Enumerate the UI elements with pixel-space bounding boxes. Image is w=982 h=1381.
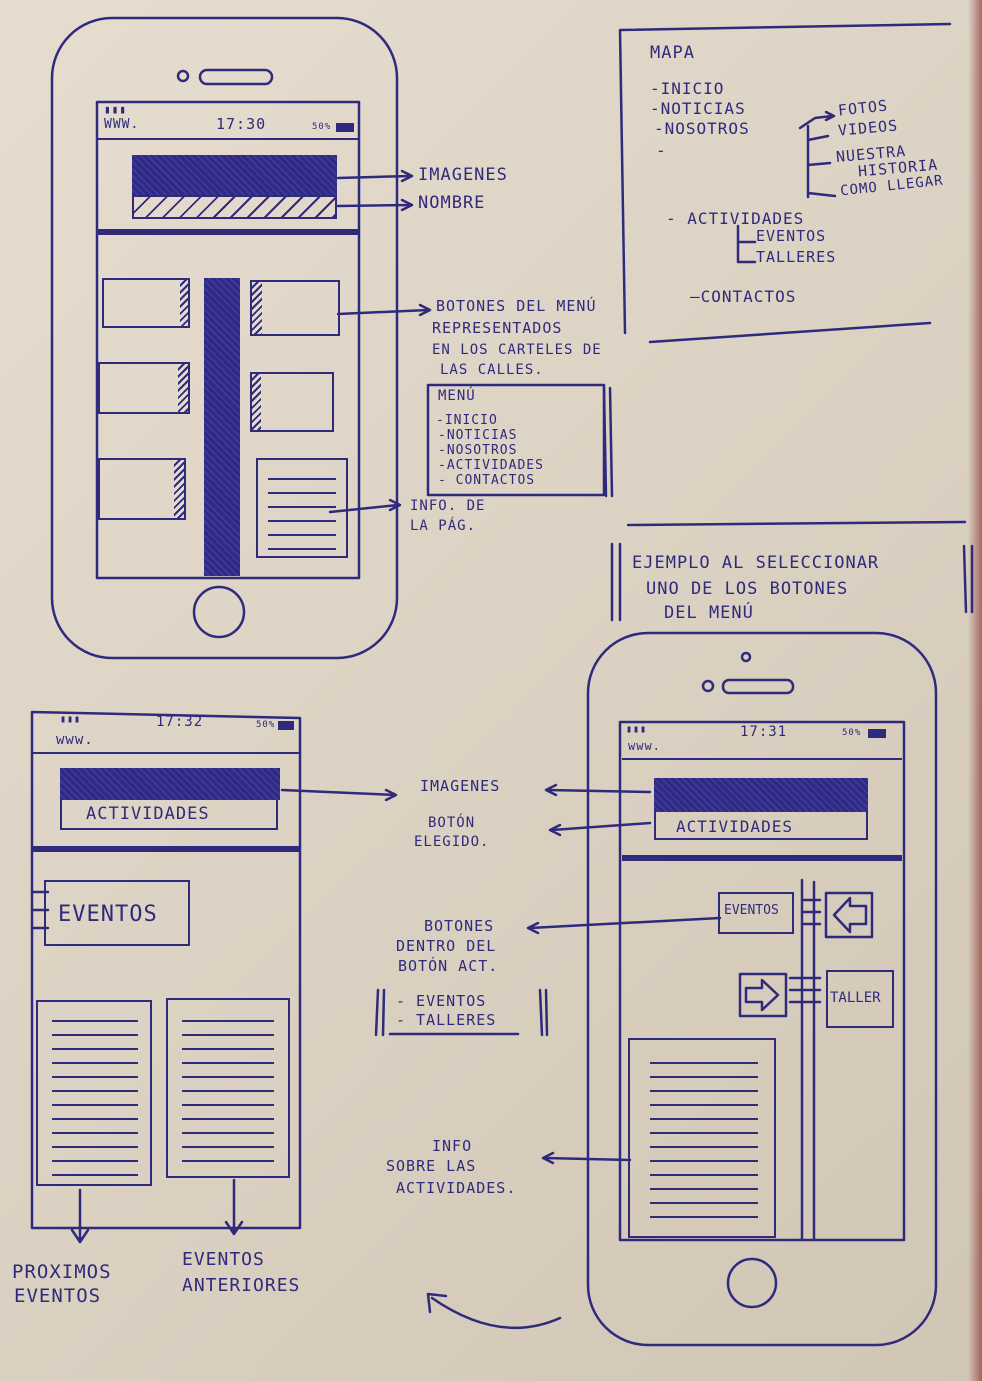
mapa-item-empty: - [656,141,667,160]
phone3-selected-label: ACTIVIDADES [676,817,793,836]
signal-icon: ▮▮▮ [104,103,127,116]
phone1-info-text [268,466,336,550]
phone3-time: 17:31 [740,724,788,740]
battery-icon [278,721,294,730]
phone3-image-banner [654,778,868,812]
phone2-eventos-button[interactable] [44,880,190,946]
phone1-menu-button-5-shadow [174,460,184,518]
phone3-eventos-label: EVENTOS [724,903,779,918]
phone2-proximos-text [52,1008,138,1178]
phone2-selected-label: ACTIVIDADES [86,804,210,824]
paper-edge-shadow [968,0,982,1381]
phone1-street-pole [204,278,240,576]
menu-box-title: MENÚ [438,388,476,404]
phone3-nav-divider [622,855,902,861]
phone1-menu-button-2[interactable] [250,280,340,336]
signal-icon: ▮▮▮ [60,714,82,725]
menu-item-noticias[interactable]: -NOTICIAS [438,428,518,443]
phone3-status-divider [622,758,902,760]
phone2-status-divider [32,752,300,754]
phone1-menu-button-4[interactable] [250,372,334,432]
phone3-taller-label: TALLER [830,990,881,1006]
phone1-menu-button-1[interactable] [102,278,190,328]
phone2-nav-divider [32,846,300,852]
phone3-selected-button[interactable] [654,812,868,840]
mapa-item-nosotros: -NOSOTROS [654,119,750,138]
phone1-url[interactable]: WWW. [104,117,140,132]
phone3-eventos-button[interactable] [718,892,794,934]
phone3-info-panel [628,1038,776,1238]
phone1-nav-divider [98,229,358,235]
phone3-taller-button[interactable] [826,970,894,1028]
battery-icon [336,123,354,132]
mapa-item-noticias: -NOTICIAS [650,99,746,118]
label-nombre: NOMBRE [418,193,486,213]
phone2-eventos-label: EVENTOS [58,902,158,927]
phone1-menu-button-4-shadow [252,374,261,430]
phone2-time: 17:32 [156,714,204,730]
mapa-item-contactos: —CONTACTOS [690,287,797,306]
phone3-info-text [650,1050,758,1226]
phone1-menu-button-5[interactable] [98,458,186,520]
phone1-menu-button-1-shadow [180,280,188,326]
phone1-time: 17:30 [216,115,267,133]
phone2-battery: 50% [256,720,276,730]
mapa-sub-eventos: EVENTOS [756,227,827,245]
menu-item-contactos[interactable]: - CONTACTOS [438,473,536,488]
middle-label-imagenes: IMAGENES [420,777,501,795]
mapa-sub-talleres: TALLERES [756,248,837,266]
battery-icon [868,729,886,738]
phone1-name-bar [132,195,337,219]
mapa-item-actividades: - ACTIVIDADES [666,209,805,228]
phone1-menu-button-3[interactable] [98,362,190,414]
mapa-item-inicio: -INICIO [650,79,725,98]
phone1-image-banner [132,155,337,195]
phone2-anteriores-panel[interactable] [166,998,290,1178]
phone2-image-banner [60,768,280,800]
phone1-battery: 50% [312,122,332,132]
menu-item-actividades[interactable]: -ACTIVIDADES [438,458,544,473]
label-imagenes: IMAGENES [418,165,508,185]
phone1-status-divider [98,138,358,140]
phone1-menu-button-3-shadow [178,364,188,412]
menu-item-inicio[interactable]: -INICIO [436,413,498,428]
phone2-proximos-panel[interactable] [36,1000,152,1186]
phone1-menu-button-2-shadow [252,282,262,334]
signal-icon: ▮▮▮ [626,724,648,735]
phone2-selected-button[interactable] [60,800,278,830]
menu-item-nosotros[interactable]: -NOSOTROS [438,443,518,458]
mapa-title: MAPA [650,43,695,63]
phone3-battery: 50% [842,728,862,738]
phone2-anteriores-text [182,1008,274,1170]
phone1-info-panel [256,458,348,558]
phone3-url[interactable]: www. [628,739,661,753]
phone2-url[interactable]: www. [56,732,94,748]
